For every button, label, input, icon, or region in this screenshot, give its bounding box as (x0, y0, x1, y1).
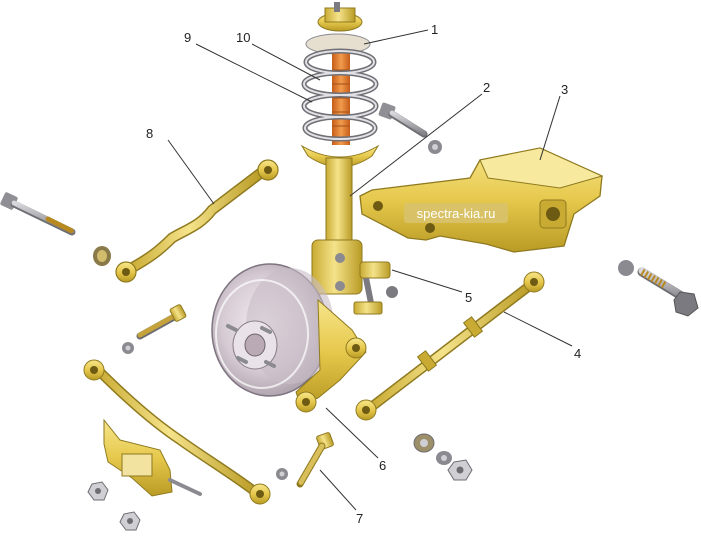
washer-icon (276, 468, 288, 480)
callout-7: 7 (356, 511, 363, 526)
watermark-text: spectra-kia.ru (417, 206, 496, 221)
bolt-icon (0, 192, 76, 236)
leader-lines (167, 29, 573, 511)
fastener-assembly (353, 261, 398, 315)
nut-icon (87, 481, 109, 501)
brake-drum (211, 263, 367, 413)
callout-1: 1 (431, 22, 438, 37)
callout-6: 6 (379, 458, 386, 473)
nut-icon (447, 459, 473, 481)
lateral-rod-lower (83, 359, 271, 505)
callout-4: 4 (574, 346, 581, 361)
small-bracket (103, 418, 202, 497)
callout-3: 3 (561, 82, 568, 97)
washer-icon (93, 246, 111, 266)
bolt-icon (136, 304, 187, 340)
callout-2: 2 (483, 80, 490, 95)
bolt-icon (618, 260, 699, 317)
washer-icon (413, 433, 435, 453)
nut-icon (119, 511, 141, 531)
mounting-bracket: spectra-kia.ru (359, 147, 604, 253)
washer-icon (428, 140, 442, 154)
bolt-icon (378, 102, 428, 138)
callout-10: 10 (236, 30, 250, 45)
washer-icon (122, 342, 134, 354)
washer-icon (436, 451, 452, 465)
shock-absorber-strut (300, 2, 380, 295)
callout-8: 8 (146, 126, 153, 141)
bolt-icon (296, 432, 334, 488)
trailing-rod-upper (115, 159, 279, 283)
callout-5: 5 (465, 290, 472, 305)
callout-9: 9 (184, 30, 191, 45)
lateral-rod (355, 271, 545, 421)
